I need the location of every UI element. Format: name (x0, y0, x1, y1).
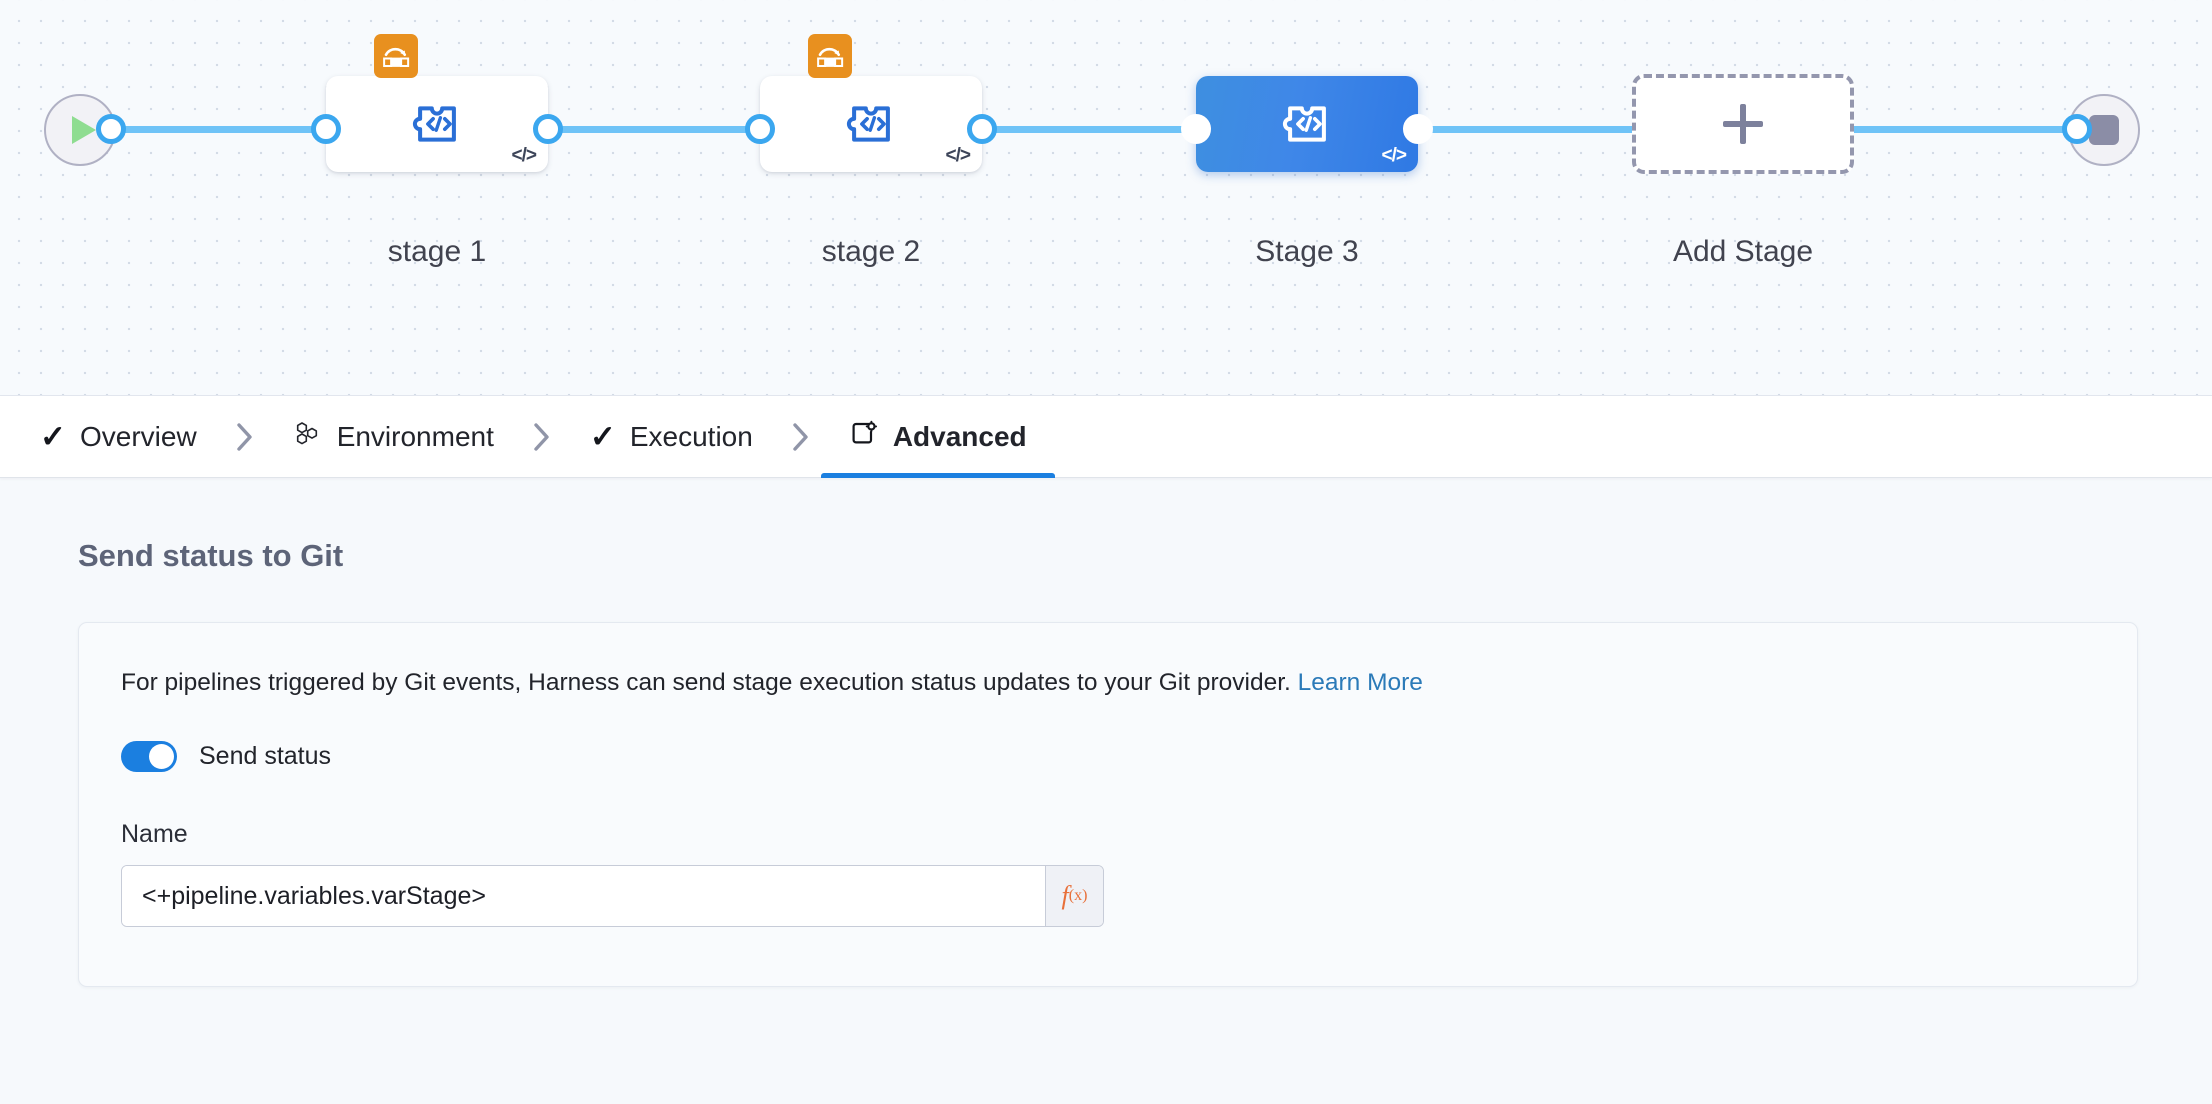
connector-stage2-to-stage3 (970, 126, 1210, 133)
start-node-port[interactable] (96, 114, 126, 144)
send-status-toggle[interactable] (121, 741, 177, 772)
tab-overview[interactable]: ✓ Overview (34, 396, 203, 478)
end-node-port[interactable] (2062, 114, 2092, 144)
name-field-label: Name (121, 820, 188, 848)
conditional-execution-icon (808, 34, 852, 78)
tab-advanced-label: Advanced (892, 420, 1027, 452)
tab-environment-label: Environment (336, 420, 494, 452)
code-icon: </> (1381, 145, 1408, 166)
tab-advanced[interactable]: Advanced (820, 396, 1055, 478)
send-status-toggle-row: Send status (121, 741, 2137, 772)
card-description: For pipelines triggered by Git events, H… (121, 669, 2137, 697)
stage-3-output-port[interactable] (1403, 114, 1433, 144)
hexagons-icon (293, 419, 323, 454)
fx-label: f (1061, 881, 1069, 910)
end-node[interactable] (2068, 94, 2140, 166)
page-title: Send status to Git (78, 538, 344, 573)
conditional-execution-icon (374, 34, 418, 78)
stage-label-1: stage 1 (387, 235, 487, 268)
advanced-panel: Send status to Git For pipelines trigger… (0, 478, 2212, 1104)
code-icon: </> (511, 145, 538, 166)
tab-execution[interactable]: ✓ Execution (584, 396, 759, 478)
stage-3-input-port[interactable] (1181, 114, 1211, 144)
toggle-knob (149, 744, 174, 769)
custom-stage-icon (1282, 106, 1326, 142)
stage-1-input-port[interactable] (311, 114, 341, 144)
custom-stage-icon (846, 106, 890, 142)
expression-fx-button[interactable]: f(x) (1045, 866, 1103, 926)
stage-label-2: stage 2 (821, 235, 921, 268)
name-field-wrapper: f(x) (121, 865, 1104, 927)
stage-node-3[interactable]: </> (1196, 76, 1418, 172)
stage-node-2[interactable]: </> (760, 34, 982, 172)
tab-execution-label: Execution (629, 420, 753, 452)
stage-2-output-port[interactable] (967, 114, 997, 144)
plus-icon-bar (1723, 121, 1763, 127)
tab-separator-icon (789, 420, 813, 454)
code-icon: </> (945, 145, 972, 166)
learn-more-link[interactable]: Learn More (1297, 669, 1423, 696)
tab-separator-icon (233, 420, 257, 454)
check-icon: ✓ (40, 419, 66, 454)
connector-stage1-to-stage2 (540, 126, 770, 133)
tab-separator-icon (530, 420, 554, 454)
connector-start-to-stage1 (100, 126, 340, 133)
add-stage-button[interactable] (1632, 74, 1854, 174)
stage-label-3: Stage 3 (1255, 235, 1359, 268)
send-status-card: For pipelines triggered by Git events, H… (78, 622, 2138, 987)
connector-add-to-end (1845, 126, 2085, 133)
custom-stage-icon (412, 106, 456, 142)
card-description-text: For pipelines triggered by Git events, H… (121, 669, 1291, 696)
stage-config-tabbar: ✓ Overview Environment ✓ Execution (0, 396, 2212, 478)
add-stage-label: Add Stage (1672, 235, 1814, 268)
stage-1-output-port[interactable] (533, 114, 563, 144)
send-status-toggle-label: Send status (199, 742, 332, 770)
check-icon: ✓ (589, 419, 616, 454)
stop-icon (2089, 115, 2119, 145)
document-gear-icon (849, 419, 879, 454)
tab-environment[interactable]: Environment (287, 396, 500, 478)
stage-2-input-port[interactable] (745, 114, 775, 144)
fx-sub: (x) (1068, 887, 1088, 904)
name-input[interactable] (122, 866, 1045, 926)
play-icon (72, 116, 96, 144)
tab-overview-label: Overview (79, 420, 197, 452)
stage-node-1[interactable]: </> (326, 34, 548, 172)
pipeline-canvas[interactable]: </> stage 1 </> stage 2 (0, 0, 2212, 396)
connector-stage3-to-add (1410, 126, 1670, 133)
